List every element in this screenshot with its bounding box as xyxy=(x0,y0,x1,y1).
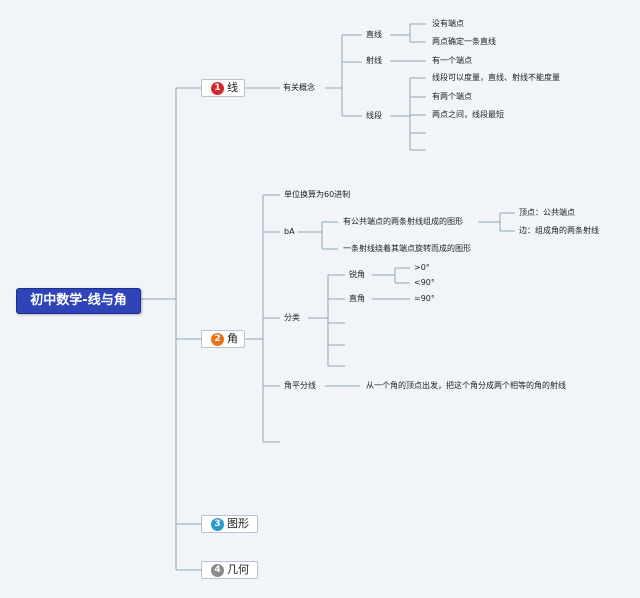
topic-line[interactable]: 1 线 xyxy=(201,79,245,97)
node-vertex[interactable]: 顶点：公共端点 xyxy=(519,208,575,217)
node-segment-measurable[interactable]: 线段可以度量，直线、射线不能度量 xyxy=(432,73,560,82)
node-definition-2[interactable]: 一条射线绕着其端点旋转而成的图形 xyxy=(343,244,471,253)
topic-geometry[interactable]: 4 几何 xyxy=(201,561,258,579)
node-acute-gt0[interactable]: >0° xyxy=(414,263,430,272)
node-unit-conversion[interactable]: 单位换算为60进制 xyxy=(284,190,351,199)
number-badge-icon: 2 xyxy=(211,332,224,346)
topic-label: 图形 xyxy=(227,517,249,530)
node-concept[interactable]: 有关概念 xyxy=(283,83,315,92)
node-bisector[interactable]: 角平分线 xyxy=(284,381,316,390)
node-segment-two-endpoints[interactable]: 有两个端点 xyxy=(432,92,472,101)
topic-label: 几何 xyxy=(227,563,249,576)
node-definition-1[interactable]: 有公共端点的两条射线组成的图形 xyxy=(343,217,463,226)
node-classify[interactable]: 分类 xyxy=(284,313,300,322)
node-ray[interactable]: 射线 xyxy=(366,56,382,65)
node-right-angle[interactable]: 直角 xyxy=(349,294,365,303)
topic-label: 线 xyxy=(227,81,238,94)
node-ba[interactable]: bA xyxy=(284,227,295,236)
topic-label: 角 xyxy=(227,332,238,345)
node-ray-one-endpoint[interactable]: 有一个端点 xyxy=(432,56,472,65)
node-acute[interactable]: 锐角 xyxy=(349,270,365,279)
number-badge-icon: 3 xyxy=(211,517,224,531)
node-side[interactable]: 边：组成角的两条射线 xyxy=(519,226,599,235)
topic-angle[interactable]: 2 角 xyxy=(201,330,245,348)
topic-shape[interactable]: 3 图形 xyxy=(201,515,258,533)
node-segment-shortest[interactable]: 两点之间，线段最短 xyxy=(432,110,504,119)
root-topic[interactable]: 初中数学-线与角 xyxy=(16,288,141,314)
node-right-eq90[interactable]: =90° xyxy=(414,294,435,303)
node-acute-lt90[interactable]: <90° xyxy=(414,278,435,287)
node-straight-no-endpoint[interactable]: 没有端点 xyxy=(432,19,464,28)
node-straight-two-points[interactable]: 两点确定一条直线 xyxy=(432,37,496,46)
number-badge-icon: 4 xyxy=(211,563,224,577)
node-bisector-definition[interactable]: 从一个角的顶点出发，把这个角分成两个相等的角的射线 xyxy=(366,381,566,390)
number-badge-icon: 1 xyxy=(211,81,224,95)
node-straight-line[interactable]: 直线 xyxy=(366,30,382,39)
node-segment[interactable]: 线段 xyxy=(366,111,382,120)
